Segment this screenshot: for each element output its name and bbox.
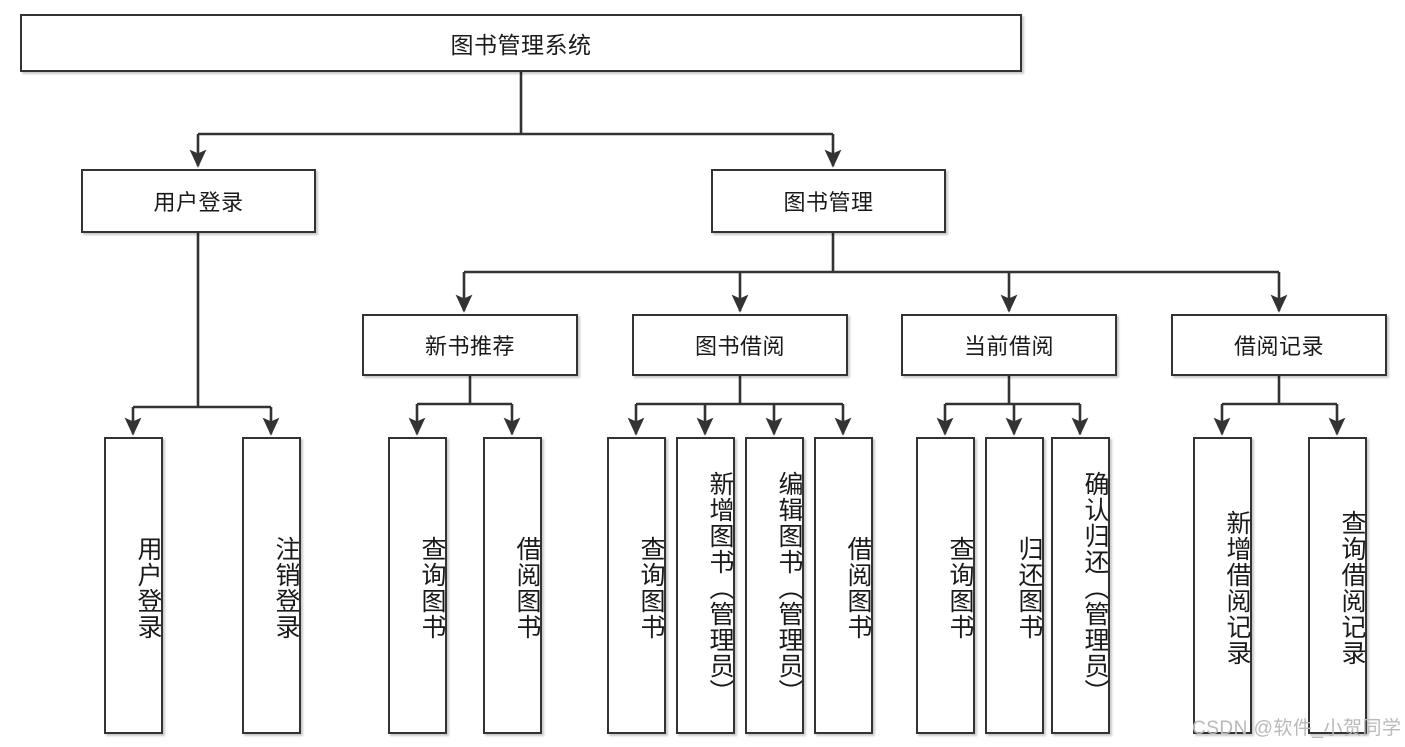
node-root-label: 图书管理系统 <box>450 32 592 58</box>
node-leaf-query-book-2-label: 查询图书 <box>637 535 665 640</box>
node-leaf-logout-login[interactable]: 注销登录 <box>242 437 301 734</box>
node-root[interactable]: 图书管理系统 <box>20 14 1022 72</box>
node-leaf-query-book-3-label: 查询图书 <box>946 535 974 640</box>
watermark-credit: CSDN @软件_小贺同学 <box>1192 718 1402 739</box>
node-leaf-borrow-book-1-label: 借阅图书 <box>513 535 541 640</box>
node-borrow-record-label: 借阅记录 <box>1233 334 1324 359</box>
node-leaf-confirm-return[interactable]: 确认归还（管理员） <box>1051 437 1110 734</box>
node-leaf-query-book-1[interactable]: 查询图书 <box>388 437 447 734</box>
node-leaf-query-book-2[interactable]: 查询图书 <box>607 437 666 734</box>
node-leaf-logout-login-label: 注销登录 <box>272 535 300 640</box>
node-leaf-query-record-label: 查询借阅记录 <box>1338 509 1366 666</box>
node-current-borrow[interactable]: 当前借阅 <box>901 314 1117 376</box>
node-leaf-return-book-label: 归还图书 <box>1015 535 1043 640</box>
node-leaf-borrow-book-1[interactable]: 借阅图书 <box>483 437 542 734</box>
node-leaf-confirm-return-label: 确认归还（管理员） <box>1081 470 1109 705</box>
node-leaf-add-book[interactable]: 新增图书（管理员） <box>676 437 735 734</box>
node-leaf-add-record[interactable]: 新增借阅记录 <box>1193 437 1252 734</box>
node-new-book-recommend[interactable]: 新书推荐 <box>362 314 578 376</box>
node-current-borrow-label: 当前借阅 <box>963 334 1054 359</box>
node-book-manage[interactable]: 图书管理 <box>711 169 946 233</box>
node-leaf-user-login-label: 用户登录 <box>134 535 162 640</box>
node-leaf-query-record[interactable]: 查询借阅记录 <box>1308 437 1367 734</box>
node-book-borrow[interactable]: 图书借阅 <box>632 314 848 376</box>
node-new-book-recommend-label: 新书推荐 <box>424 334 515 359</box>
node-leaf-add-record-label: 新增借阅记录 <box>1223 509 1251 666</box>
node-leaf-return-book[interactable]: 归还图书 <box>985 437 1044 734</box>
node-book-borrow-label: 图书借阅 <box>694 334 785 359</box>
node-leaf-add-book-label: 新增图书（管理员） <box>706 470 734 705</box>
node-leaf-edit-book[interactable]: 编辑图书（管理员） <box>745 437 804 734</box>
node-leaf-query-book-1-label: 查询图书 <box>418 535 446 640</box>
node-leaf-borrow-book-2-label: 借阅图书 <box>844 535 872 640</box>
node-user-login-label: 用户登录 <box>153 190 244 215</box>
node-book-manage-label: 图书管理 <box>783 190 874 215</box>
node-borrow-record[interactable]: 借阅记录 <box>1171 314 1387 376</box>
node-leaf-edit-book-label: 编辑图书（管理员） <box>775 470 803 705</box>
node-leaf-query-book-3[interactable]: 查询图书 <box>916 437 975 734</box>
node-leaf-user-login[interactable]: 用户登录 <box>104 437 163 734</box>
node-user-login[interactable]: 用户登录 <box>81 169 316 233</box>
node-leaf-borrow-book-2[interactable]: 借阅图书 <box>814 437 873 734</box>
